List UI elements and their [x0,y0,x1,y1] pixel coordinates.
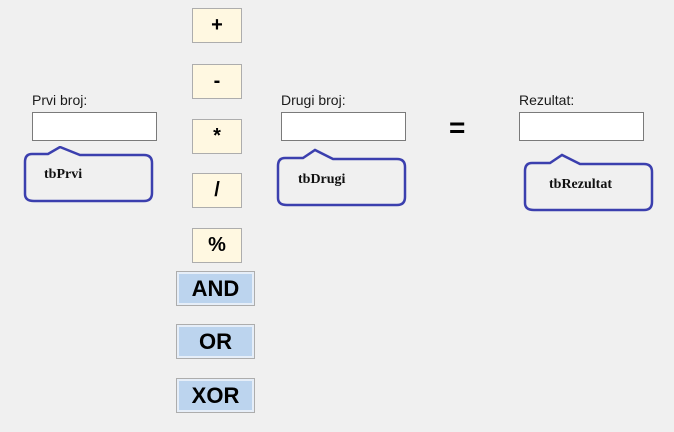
modulo-button[interactable]: % [192,228,242,263]
second-number-label: Drugi broj: [281,92,346,108]
and-button[interactable]: AND [176,271,255,306]
second-number-input[interactable] [281,112,406,141]
first-number-label: Prvi broj: [32,92,88,108]
callout-tbdrugi: tbDrugi [275,148,409,208]
callout-tbrezultat: tbRezultat [522,153,656,213]
divide-button[interactable]: / [192,173,242,208]
callout-text: tbPrvi [44,167,83,182]
callout-text: tbRezultat [549,177,612,192]
result-label: Rezultat: [519,92,575,108]
equals-sign: = [449,112,466,143]
result-input[interactable] [519,112,644,141]
or-button[interactable]: OR [176,324,255,359]
xor-button[interactable]: XOR [176,378,255,413]
callout-tbprvi: tbPrvi [22,146,156,204]
plus-button[interactable]: + [192,8,242,43]
first-number-input[interactable] [32,112,157,141]
multiply-button[interactable]: * [192,119,242,154]
callout-text: tbDrugi [298,172,346,187]
minus-button[interactable]: - [192,64,242,99]
